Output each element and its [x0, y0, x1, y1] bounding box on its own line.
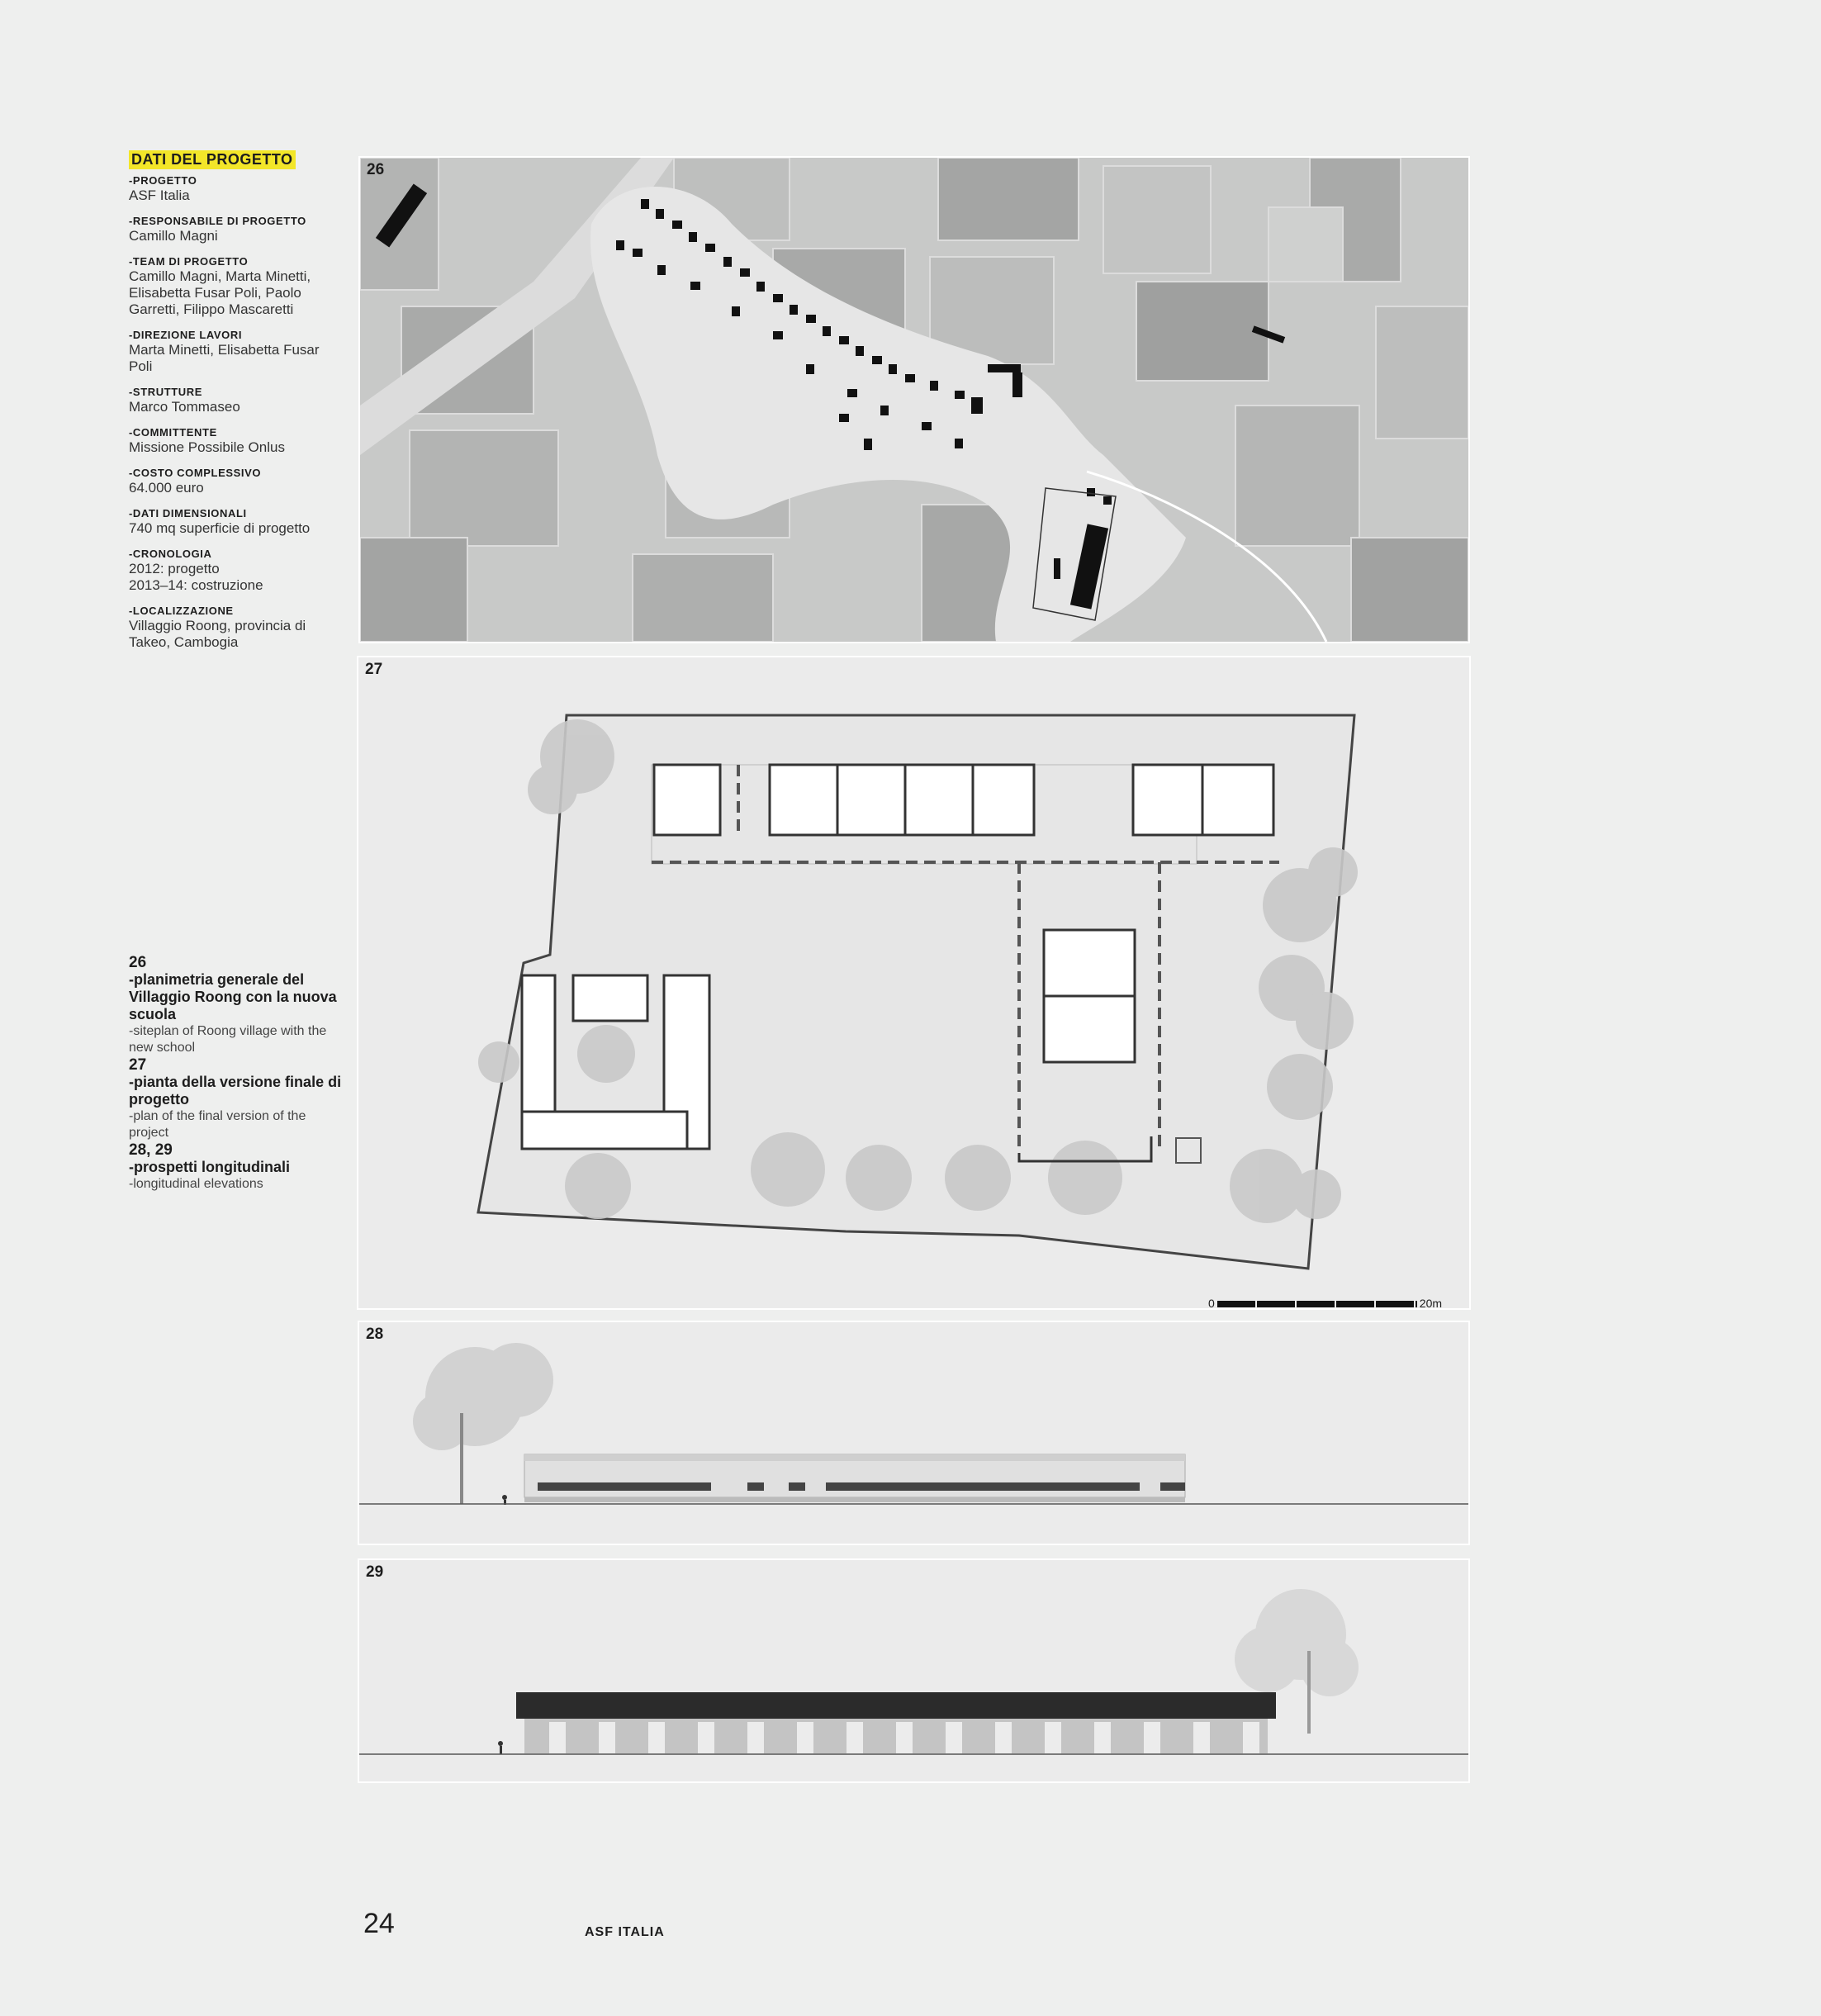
plan-drawing — [477, 714, 1358, 1270]
caption-26: 26 -planimetria generale del Villaggio R… — [129, 954, 337, 1055]
elevation-29-drawing — [359, 1589, 1468, 1755]
field-costo: -COSTO COMPLESSIVO 64.000 euro — [129, 467, 262, 496]
field-localizzazione: -LOCALIZZAZIONE Villaggio Roong, provinc… — [129, 605, 306, 650]
figure-26-siteplan: 26 — [358, 156, 1470, 643]
figure-28-elevation: 28 — [358, 1321, 1470, 1545]
caption-27: 27 -pianta della versione finale di prog… — [129, 1056, 342, 1140]
caption-28-29: 28, 29 -prospetti longitudinali -longitu… — [129, 1141, 290, 1191]
field-committente: -COMMITTENTE Missione Possibile Onlus — [129, 426, 285, 455]
field-responsabile: -RESPONSABILE DI PROGETTO Camillo Magni — [129, 215, 306, 244]
elevation-28-drawing — [359, 1343, 1468, 1505]
field-progetto: -PROGETTO ASF Italia — [129, 174, 197, 203]
figure-29-elevation: 29 — [358, 1558, 1470, 1783]
figure-27-plan: 27 — [357, 656, 1471, 1310]
field-dati-dimensionali: -DATI DIMENSIONALI 740 mq superficie di … — [129, 507, 311, 536]
field-cronologia: -CRONOLOGIA 2012: progetto 2013–14: cost… — [129, 548, 263, 593]
brand-label: ASF ITALIA — [585, 1925, 665, 1939]
page-number: 24 — [363, 1908, 395, 1939]
scale-bar-graphic — [1216, 1301, 1417, 1308]
figure-captions: 26 -planimetria generale del Villaggio R… — [129, 954, 344, 1193]
field-direzione-lavori: -DIREZIONE LAVORI Marta Minetti, Elisabe… — [129, 329, 320, 374]
siteplan-drawing — [360, 158, 1468, 642]
field-strutture: -STRUTTURE Marco Tommaseo — [129, 386, 240, 415]
field-team: -TEAM DI PROGETTO Camillo Magni, Marta M… — [129, 255, 311, 317]
project-data-heading: DATI DEL PROGETTO — [129, 150, 296, 169]
project-data: DATI DEL PROGETTO -PROGETTO ASF Italia -… — [129, 150, 335, 662]
